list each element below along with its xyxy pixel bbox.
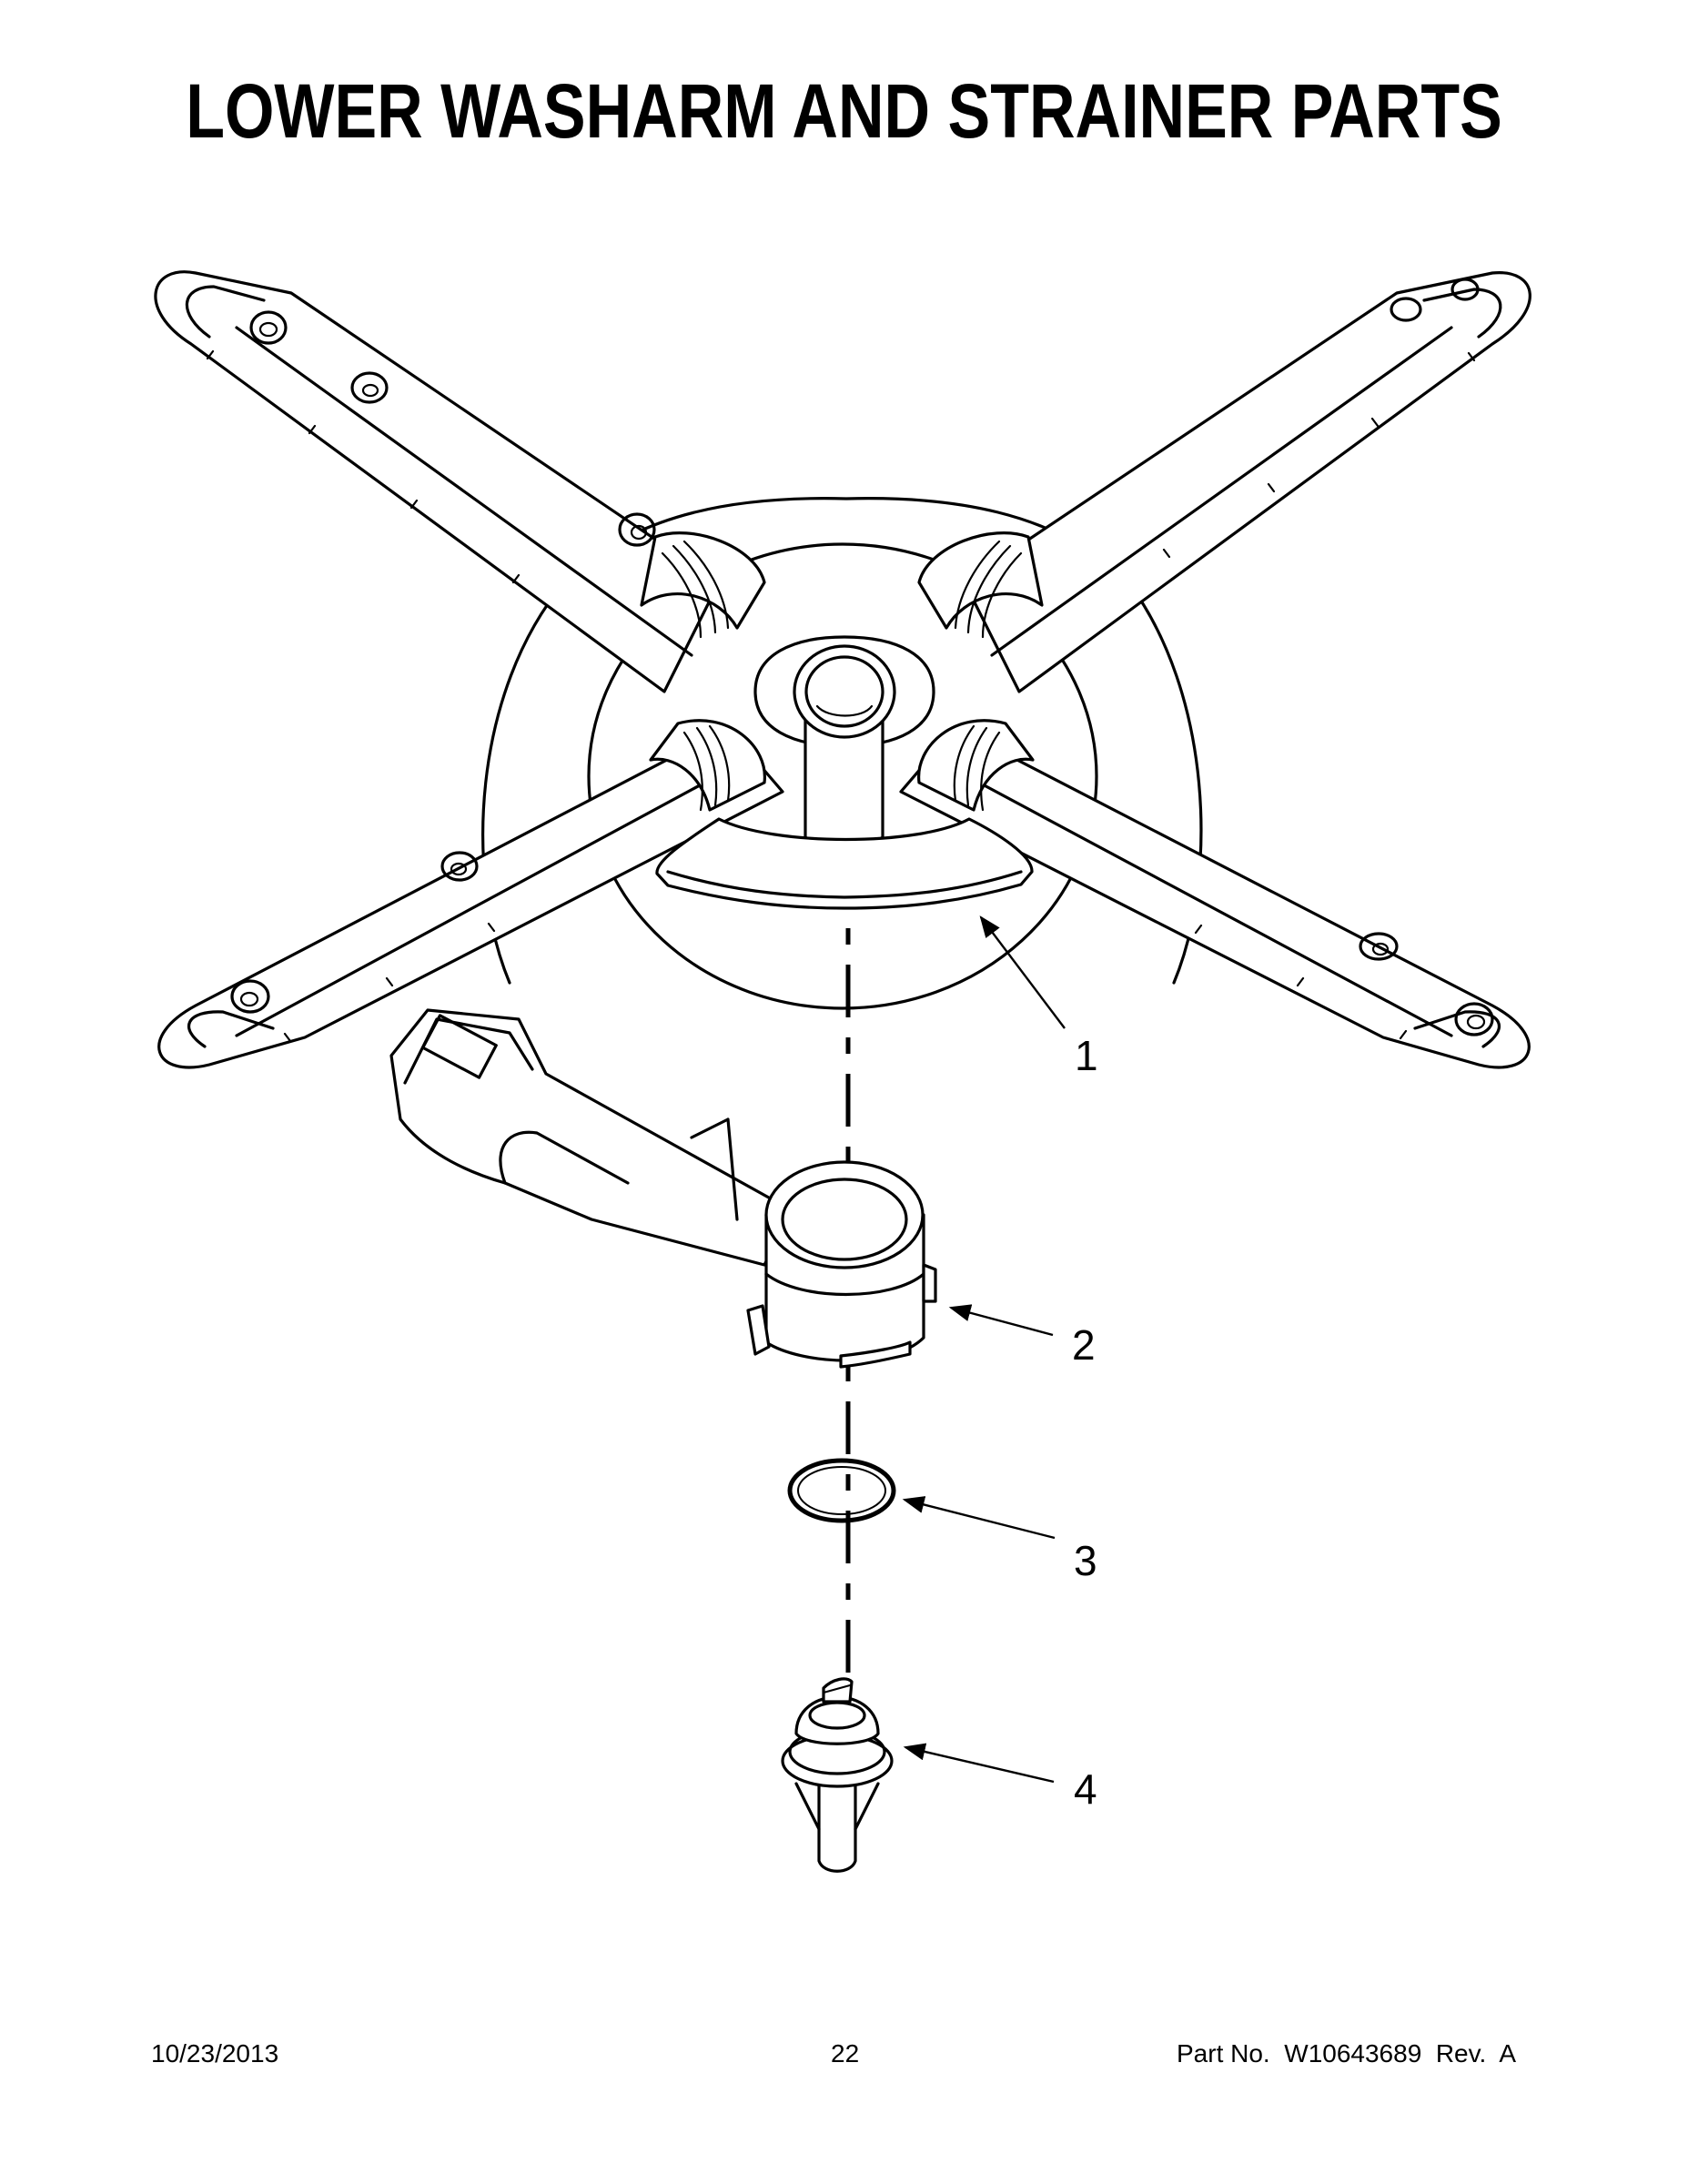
lower-washarm <box>154 270 1531 1069</box>
washarm-arm-lower-right <box>899 719 1531 1069</box>
callout-4-leader <box>903 1743 1055 1784</box>
footer-date: 10/23/2013 <box>151 2039 279 2068</box>
washarm-bearing-support <box>781 1677 894 1873</box>
washarm-arm-upper-left <box>154 270 766 693</box>
page-title: LOWER WASHARM AND STRAINER PARTS <box>186 68 1502 154</box>
footer-page-number: 22 <box>831 2039 860 2068</box>
callout-number-2: 2 <box>1072 1321 1096 1369</box>
callout-2-leader <box>948 1304 1054 1337</box>
washarm-deflector <box>655 817 1034 910</box>
callout-3-leader <box>902 1496 1056 1540</box>
callout-number-1: 1 <box>1075 1032 1098 1079</box>
footer-part-number: Part No. W10643689 Rev. A <box>1177 2039 1517 2068</box>
callout-number-3: 3 <box>1074 1537 1097 1584</box>
washarm-arm-lower-left <box>157 719 784 1069</box>
washarm-arm-upper-right <box>917 271 1531 693</box>
o-ring-seal <box>787 1458 896 1523</box>
washarm-conduit-manifold <box>389 1008 937 1369</box>
callout-1-leader <box>979 915 1066 1029</box>
callout-number-4: 4 <box>1074 1765 1097 1813</box>
washarm-hub <box>753 635 935 849</box>
